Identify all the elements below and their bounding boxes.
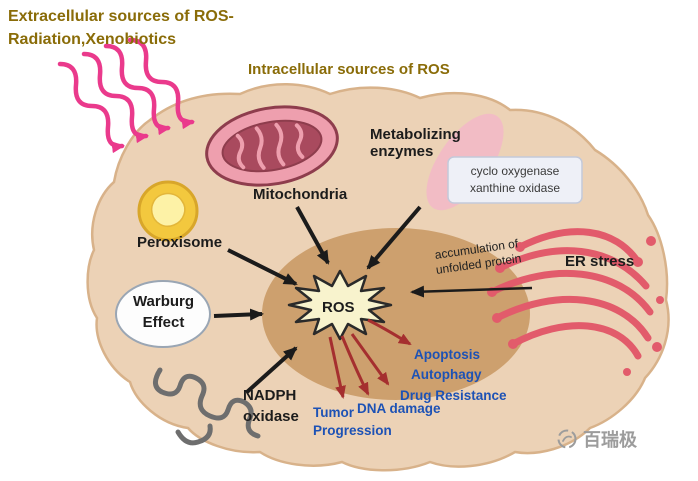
nadph-to-ros-arrow [245, 346, 298, 394]
mitochondria-label: Mitochondria [253, 186, 348, 203]
extracellular-title-line1: Extracellular sources of ROS- [8, 8, 234, 25]
ros-to-tumor-arrow [328, 336, 346, 399]
er-to-ros-arrow [410, 285, 533, 298]
metabolizing-label-line1: Metabolizing [370, 126, 461, 143]
ros-to-drug-resistance-arrow [350, 333, 390, 386]
nadph-label-line2: oxidase [243, 408, 299, 425]
enzymes-to-ros-arrow [366, 205, 422, 270]
er-stress-label: ER stress [565, 253, 635, 270]
warburg-to-ros-arrow [213, 308, 264, 321]
apoptosis-label: Apoptosis [414, 347, 480, 362]
peroxisome-organelle [137, 180, 199, 242]
autophagy-label: Autophagy [411, 367, 482, 382]
drug-resistance-label: Drug Resistance [400, 388, 507, 403]
metabolizing-enzymes-label: Metabolizing enzymes [370, 126, 461, 160]
nucleus [262, 228, 530, 400]
extracellular-title-line2: Radiation,Xenobiotics [8, 31, 177, 48]
warburg-effect-oval [115, 280, 211, 348]
mitochondria-organelle [205, 105, 339, 187]
watermark: 百瑞极 [556, 426, 637, 452]
ros-to-apoptosis-arrow [367, 318, 412, 346]
endoplasmic-reticulum [487, 228, 664, 376]
tumor-label-line2: Progression [313, 423, 392, 438]
tumor-progression-label: Tumor Progression [313, 404, 392, 440]
enzyme-box [447, 156, 583, 204]
nadph-label-line1: NADPH [243, 387, 297, 404]
ros-to-dna-damage-arrow [340, 335, 370, 396]
tumor-label-line1: Tumor [313, 405, 354, 420]
metabolizing-label-line2: enzymes [370, 143, 434, 160]
warburg-label-line2: Effect [142, 314, 185, 331]
enzyme-box-line1: cyclo oxygenase [470, 164, 560, 178]
peroxisome-label: Peroxisome [137, 234, 223, 251]
enzyme-box-line2: xanthine oxidase [469, 181, 561, 195]
peroxisome-to-ros-arrow [227, 248, 298, 286]
warburg-label-line1: Warburg [132, 293, 195, 310]
intracellular-title: Intracellular sources of ROS [248, 61, 450, 78]
watermark-text: 百瑞极 [583, 430, 637, 450]
ros-star [287, 269, 393, 341]
nadph-oxidase-label: NADPH oxidase [243, 385, 299, 427]
ros-label: ROS [322, 299, 355, 316]
watermark-logo-icon [557, 429, 577, 449]
dna-damage-label: DNA damage [357, 401, 441, 416]
source-arrows [213, 205, 533, 394]
effect-arrows [328, 318, 412, 399]
warburg-effect-label: Warburg Effect [116, 291, 211, 333]
mitochondria-to-ros-arrow [295, 206, 330, 265]
radiation-wavy-arrows [57, 37, 195, 154]
nadph-oxidase-protein [153, 367, 261, 446]
enzyme-box-text: cyclo oxygenase xanthine oxidase [448, 163, 582, 197]
